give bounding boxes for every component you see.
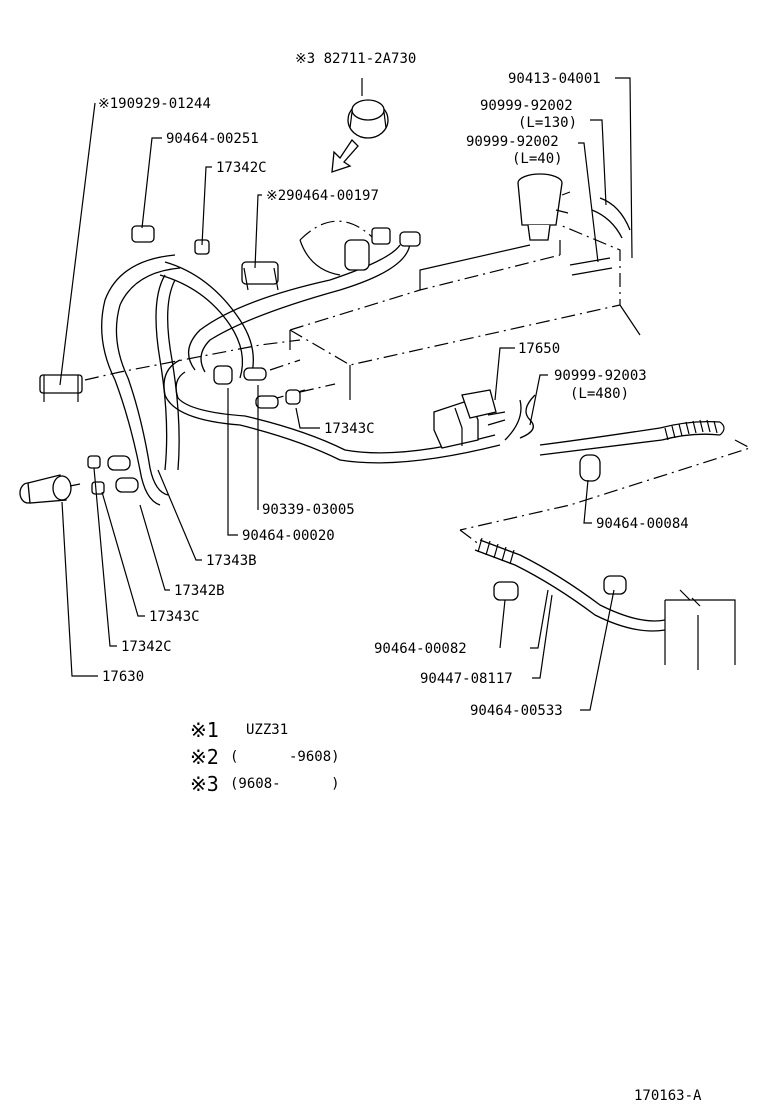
label-p10-len: (L=480) [570,386,629,402]
filter-17630 [19,474,81,504]
label-p6: 90413-04001 [508,71,601,87]
note-3-mark: ※3 [190,772,219,796]
label-p20: 90464-00082 [374,641,467,657]
label-p8: 90999-92002 [466,134,559,150]
label-p21: 90447-08117 [420,671,513,687]
label-p7-len: (L=130) [518,115,577,131]
label-p22: 90464-00533 [470,703,563,719]
charcoal-canister [289,224,641,400]
note-1-text: UZZ31 [246,722,288,738]
note-2-text: ( -9608) [230,749,340,765]
part-labels: ※190929-01244 90464-00251 17342C ※290464… [98,51,689,719]
label-p17: 17343C [149,609,200,625]
arrow-icon [331,138,359,173]
clamp-82711 [347,99,389,139]
label-p19: 17630 [102,669,144,685]
label-p7: 90999-92002 [480,98,573,114]
lower-fuel-line [474,537,736,670]
label-p18: 17342C [121,639,172,655]
label-p5: ※3 82711-2A730 [295,51,416,67]
note-1-mark: ※1 [190,718,219,742]
note-3-text: (9608- ) [230,776,340,792]
label-p1: ※190929-01244 [98,96,211,112]
label-p10: 90999-92003 [554,368,647,384]
note-2-mark: ※2 [190,745,219,769]
corrugated-tube [664,419,725,441]
leader-lines [59,77,633,711]
label-p3: 17342C [216,160,267,176]
label-p15: 17343B [206,553,257,569]
hose-lines [101,197,721,506]
label-p16: 17342B [174,583,225,599]
label-p13: 90464-00020 [242,528,335,544]
vacuum-valve-top [517,173,571,241]
label-p9: 17650 [518,341,560,357]
vsv-17650 [433,389,506,449]
label-p4: ※290464-00197 [266,188,379,204]
clips [39,225,627,601]
figure-id: 170163-A [634,1088,702,1104]
label-p2: 90464-00251 [166,131,259,147]
label-p14: 90464-00084 [596,516,689,532]
label-p8-len: (L=40) [512,151,563,167]
label-p11: 17343C [324,421,375,437]
notes-legend: ※1 UZZ31 ※2 ( -9608) ※3 (9608- ) [190,718,340,796]
label-p12: 90339-03005 [262,502,355,518]
